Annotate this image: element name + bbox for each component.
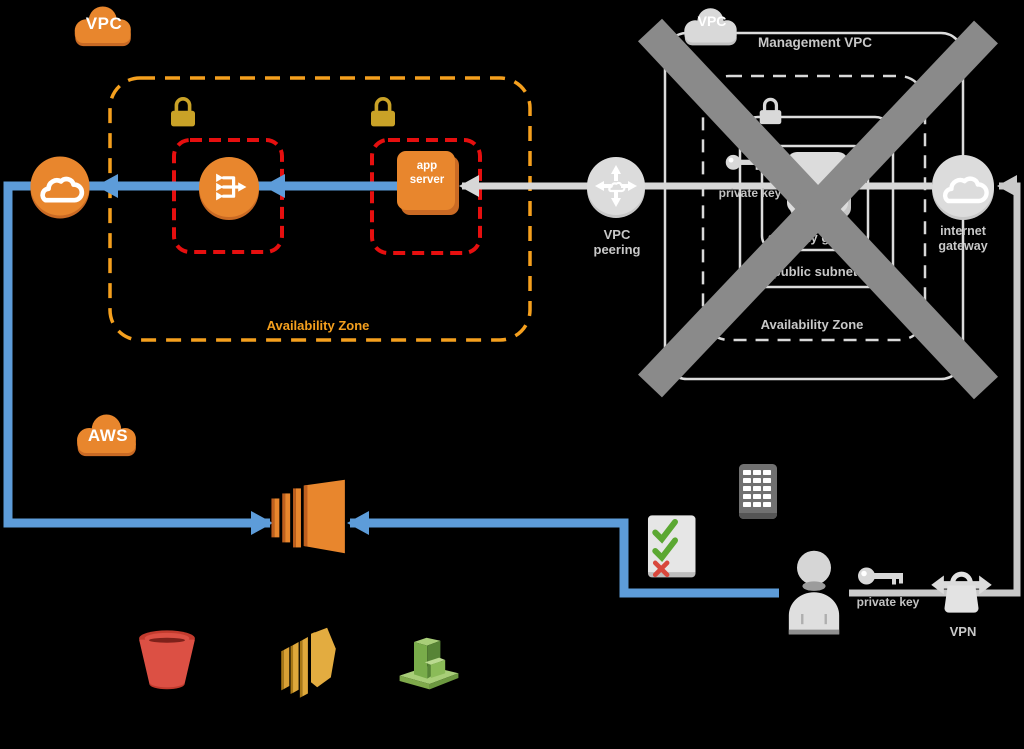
mfa-token-icon: [739, 464, 777, 519]
blue-arrowhead-cloud: [96, 174, 118, 198]
app-server-node: [397, 151, 459, 215]
availability-zone-label: Availability Zone: [266, 318, 370, 333]
app-server-label: app server: [409, 160, 445, 186]
internet-gateway-label: internet gateway: [938, 224, 988, 253]
lock-icon: [171, 97, 195, 127]
user-private-key-label: private key: [856, 595, 920, 609]
security-group-box-appserver: [370, 138, 482, 255]
load-balancer-icon: [199, 157, 259, 220]
blue-arrowhead-cube-left: [251, 511, 273, 535]
availability-zone-box: [108, 76, 532, 342]
vpc-peering-label: VPC peering: [593, 227, 641, 257]
user-icon: [788, 550, 840, 635]
blue-arrowhead-elb: [263, 174, 285, 198]
gray-arrowhead-appserver: [459, 175, 479, 197]
mgmt-private-key-label: private key: [718, 186, 782, 200]
lock-icon: [371, 97, 395, 127]
cloudtrail-cube-icon: [271, 479, 345, 554]
security-group-label: security group: [767, 230, 859, 245]
public-subnet-label: public subnet: [772, 264, 858, 279]
private-key-icon: [725, 154, 766, 170]
checklist-icon: [647, 515, 696, 578]
blue-arrowhead-cube-right: [347, 511, 369, 535]
vpn-icon: [931, 571, 992, 613]
aws-cloud-badge: [77, 414, 136, 457]
vpc-peering-icon: [587, 157, 645, 218]
management-vpc-title: Management VPC: [757, 35, 873, 50]
vpn-label: VPN: [949, 624, 977, 639]
vpc-badge-label: VPC: [85, 14, 123, 33]
internet-gateway-icon: [932, 155, 994, 220]
blue-connectors: [3, 174, 779, 598]
internet-cloud-icon: [30, 156, 90, 219]
mgmt-vpc-badge-label: VPC: [697, 13, 727, 29]
s3-bucket-icon: [139, 630, 195, 690]
archive-stack-icon: [281, 627, 336, 698]
gray-arrowhead-igw: [997, 175, 1017, 197]
instance-icon: [787, 152, 851, 218]
private-key-icon: [858, 567, 903, 585]
mgmt-availability-zone-label: Availability Zone: [760, 317, 864, 332]
vpc-cloud-badge: [74, 6, 131, 47]
green-building-icon: [399, 637, 459, 690]
aws-badge-label: AWS: [87, 426, 129, 445]
gray-lock-icon: [759, 97, 782, 125]
